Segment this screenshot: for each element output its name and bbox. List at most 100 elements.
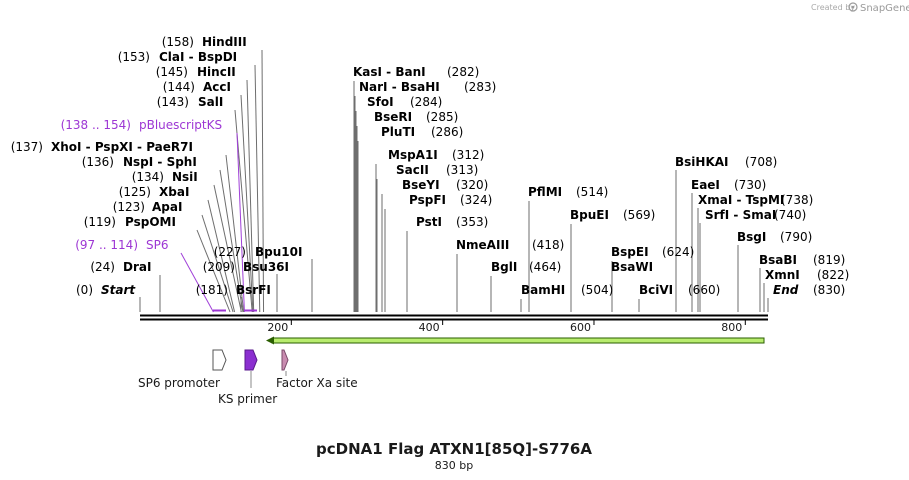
site-position-sp6: (97 .. 114) <box>75 238 138 252</box>
leader-acci <box>240 94 254 313</box>
site-name-bseri: BseRI <box>374 110 412 124</box>
site-name-xmai-tspmi: XmaI - TspMI <box>698 193 784 207</box>
site-name-bsihkai: BsiHKAI <box>675 155 729 169</box>
site-position-nsii: (134) <box>132 170 164 184</box>
site-position-bseri: (285) <box>426 110 458 124</box>
site-name-mspa1i: MspA1I <box>388 148 438 162</box>
site-position-nmeaiii: (418) <box>532 238 564 252</box>
site-position-bcivi: (660) <box>688 283 720 297</box>
site-position-hindiii: (158) <box>162 35 194 49</box>
site-position-bsgi: (790) <box>780 230 812 244</box>
site-position-srfi-smai: (740) <box>774 208 806 222</box>
leader-hincii <box>246 79 255 313</box>
sequence-backbone <box>140 314 768 321</box>
site-position-mspa1i: (312) <box>452 148 484 162</box>
site-name-srfi-smai: SrfI - SmaI <box>705 208 776 222</box>
site-name-psti: PstI <box>416 215 442 229</box>
site-position-bpu10i: (227) <box>214 245 246 259</box>
site-name-nmeaiii: NmeAIII <box>456 238 509 252</box>
site-name-sacii: SacII <box>396 163 429 177</box>
sp6-promoter-arrow-icon <box>212 349 227 371</box>
snapgene-logo-text: SnapGene <box>860 3 909 14</box>
site-name-pspomi: PspOMI <box>125 215 176 229</box>
site-name-hincii: HincII <box>197 65 236 79</box>
site-name-pflmi: PflMI <box>528 185 562 199</box>
site-leader-lines <box>139 49 769 313</box>
site-position-nspi-sphi: (136) <box>82 155 114 169</box>
site-position-apai: (123) <box>113 200 145 214</box>
site-position-kasi-bani: (282) <box>447 65 479 79</box>
site-name-eaei: EaeI <box>691 178 720 192</box>
site-name-nspi-sphi: NspI - SphI <box>123 155 197 169</box>
site-position-pflmi: (514) <box>576 185 608 199</box>
site-name-bspei: BspEI <box>611 245 649 259</box>
site-position-pbluescriptks: (138 .. 154) <box>61 118 131 132</box>
site-position-eaei: (730) <box>734 178 766 192</box>
site-name-bsgi: BsgI <box>737 230 766 244</box>
site-position-pspfi: (324) <box>460 193 492 207</box>
ruler-tick-label-600: 600 <box>570 321 591 334</box>
site-name-bamhi: BamHI <box>521 283 565 297</box>
site-name-bsawi: BsaWI <box>611 260 653 274</box>
site-name-nsii: NsiI <box>172 170 198 184</box>
site-name-bpu10i: Bpu10I <box>255 245 302 259</box>
site-name-bsu36i: Bsu36I <box>243 260 289 274</box>
leader-xbai <box>207 199 236 313</box>
site-position-start: (0) <box>76 283 93 297</box>
site-position-bgli: (464) <box>529 260 561 274</box>
leader-sp6 <box>180 252 214 313</box>
site-position-pspomi: (119) <box>84 215 116 229</box>
site-position-bsrfi: (181) <box>196 283 228 297</box>
site-position-pluti: (286) <box>431 125 463 139</box>
site-name-sfoi: SfoI <box>367 95 394 109</box>
site-name-nari-bsahi: NarI - BsaHI <box>359 80 440 94</box>
site-position-bsihkai: (708) <box>745 155 777 169</box>
factor-xa-site-icon <box>281 349 289 371</box>
site-name-sali: SalI <box>198 95 223 109</box>
site-position-xhoi-pspxi-paer7i: (137) <box>11 140 43 154</box>
snapgene-logo-icon <box>848 2 858 12</box>
leader-xhoi-pspxi-paer7i <box>225 154 245 313</box>
leader-pspomi <box>196 229 231 313</box>
map-subtitle: 830 bp <box>435 459 473 472</box>
ks-primer-arrow-icon <box>244 349 258 371</box>
site-name-bcivi: BciVI <box>639 283 673 297</box>
site-position-psti: (353) <box>456 215 488 229</box>
site-name-bsrfi: BsrFI <box>236 283 271 297</box>
leader-nsii <box>213 184 242 313</box>
site-position-xmni: (822) <box>817 268 849 282</box>
site-position-bamhi: (504) <box>581 283 613 297</box>
leader-apai <box>201 214 234 313</box>
site-name-acci: AccI <box>203 80 231 94</box>
site-position-xbai: (125) <box>119 185 151 199</box>
feature-label-ks-primer: KS primer <box>218 392 277 406</box>
site-position-xmai-tspmi: (738) <box>781 193 813 207</box>
site-name-hindiii: HindIII <box>202 35 247 49</box>
site-name-pluti: PluTI <box>381 125 415 139</box>
leader-clai-bspdi <box>254 64 261 313</box>
snapgene-branding: Created by SnapGene <box>811 2 909 14</box>
leader-hindiii <box>261 49 265 313</box>
site-name-pbluescriptks: pBluescriptKS <box>139 118 222 132</box>
site-name-bgli: BglI <box>491 260 517 274</box>
feature-glyphs <box>212 349 289 388</box>
feature-label-factor-xa: Factor Xa site <box>276 376 358 390</box>
leader-pbluescriptks <box>236 132 245 313</box>
site-name-bsabi: BsaBI <box>759 253 797 267</box>
site-position-bpuei: (569) <box>623 208 655 222</box>
site-name-bseyi: BseYI <box>402 178 440 192</box>
site-name-apai: ApaI <box>152 200 182 214</box>
site-name-sp6: SP6 <box>146 238 169 252</box>
site-name-clai-bspdi: ClaI - BspDI <box>159 50 237 64</box>
site-position-acci: (144) <box>163 80 195 94</box>
ruler-tick-label-200: 200 <box>267 321 288 334</box>
ruler-tick-label-800: 800 <box>721 321 742 334</box>
created-by-text: Created by <box>811 3 855 12</box>
site-name-start: Start <box>101 283 136 297</box>
feature-label-sp6-promoter: SP6 promoter <box>138 376 220 390</box>
site-position-end: (830) <box>813 283 845 297</box>
map-title: pcDNA1 Flag ATXN1[85Q]-S776A <box>316 440 592 458</box>
site-name-pspfi: PspFI <box>409 193 446 207</box>
site-position-bspei: (624) <box>662 245 694 259</box>
